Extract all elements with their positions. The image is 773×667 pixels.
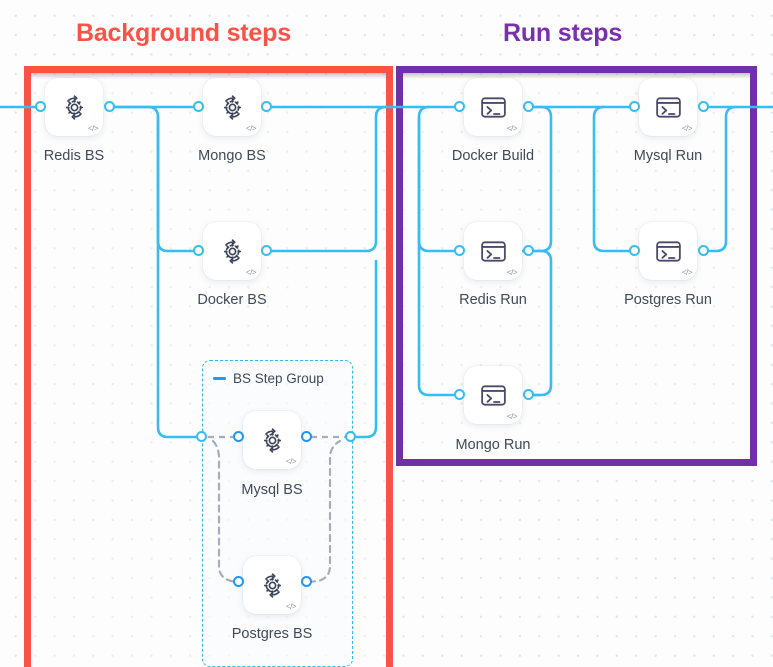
node-redis-run[interactable]: </> [464,222,522,280]
node-docker-bs[interactable]: </> [203,222,261,280]
code-badge: </> [285,457,297,466]
port-in-docker-build[interactable] [454,101,465,112]
edge-left-rail-mongo-run [417,115,461,397]
gear-sync-icon [65,94,83,120]
port-in-mongo-bs[interactable] [193,101,204,112]
edge-redis-bs-step-group [156,115,201,439]
node-postgres-bs[interactable]: </> [243,556,301,614]
node-postgres-run[interactable]: </> [639,222,697,280]
port-out-mysql-bs[interactable] [301,431,312,442]
port-out-postgres-run[interactable] [698,245,709,256]
node-label-postgres-run: Postgres Run [624,292,712,308]
terminal-icon [480,240,506,262]
node-label-docker-bs: Docker BS [197,292,267,308]
edge-postgres-run-rail [701,105,738,253]
node-label-redis-bs: Redis BS [43,148,105,164]
code-badge: </> [285,602,297,611]
terminal-icon [480,96,506,118]
port-in-docker-bs[interactable] [193,245,204,256]
edge-docker-bs-right-rail [264,105,388,253]
bs-step-group-label: BS Step Group [233,371,324,386]
port-out-docker-build[interactable] [523,101,534,112]
node-label-mysql-run: Mysql Run [633,148,703,164]
edge-left-rail-redis-run [417,105,461,253]
code-badge: </> [681,268,693,277]
code-badge: </> [245,124,257,133]
node-docker-build[interactable]: </> [464,78,522,136]
port-in-mysql-run[interactable] [629,101,640,112]
port-in-postgres-bs[interactable] [233,576,244,587]
node-mongo-run[interactable]: </> [464,366,522,424]
node-mysql-run[interactable]: </> [639,78,697,136]
port-in-redis-run[interactable] [454,245,465,256]
port-out-mysql-run[interactable] [698,101,709,112]
port-in-postgres-run[interactable] [629,245,640,256]
node-label-docker-build: Docker Build [451,148,535,164]
minus-icon[interactable] [213,377,226,380]
node-label-redis-run: Redis Run [459,292,527,308]
node-label-mongo-bs: Mongo BS [198,148,266,164]
code-badge: </> [506,268,518,277]
section-title-run-steps: Run steps [503,19,623,47]
edge-group-in-postgres-bs [211,439,238,584]
port-out-mongo-bs[interactable] [261,101,272,112]
section-title-background-steps: Background steps [76,19,291,47]
node-label-mysql-bs: Mysql BS [241,482,303,498]
terminal-icon [480,384,506,406]
gear-sync-icon [263,427,281,453]
gear-sync-icon [223,94,241,120]
edge-redis-bs-docker-bs [107,105,200,253]
port-out-redis-bs[interactable] [104,101,115,112]
port-out-docker-bs[interactable] [261,245,272,256]
code-badge: </> [245,268,257,277]
terminal-icon [655,240,681,262]
code-badge: </> [681,124,693,133]
port-group-out[interactable] [345,431,356,442]
code-badge: </> [87,124,99,133]
edge-redis-run-rail [526,249,553,397]
node-redis-bs[interactable]: </> [45,78,103,136]
terminal-icon [655,96,681,118]
port-group-in[interactable] [196,431,207,442]
node-mongo-bs[interactable]: </> [203,78,261,136]
gear-sync-icon [223,238,241,264]
node-label-postgres-bs: Postgres BS [231,626,313,642]
edge-step-group-right-rail [354,259,378,439]
port-in-mongo-run[interactable] [454,389,465,400]
edge-rail-postgres-run [592,105,636,253]
port-in-redis-bs[interactable] [35,101,46,112]
node-label-mongo-run: Mongo Run [455,437,531,453]
port-out-mongo-run[interactable] [523,389,534,400]
gear-sync-icon [263,572,281,598]
port-in-mysql-bs[interactable] [233,431,244,442]
port-out-redis-run[interactable] [523,245,534,256]
bs-step-group-header[interactable]: BS Step Group [213,371,324,386]
code-badge: </> [506,412,518,421]
node-mysql-bs[interactable]: </> [243,411,301,469]
code-badge: </> [506,124,518,133]
port-out-postgres-bs[interactable] [301,576,312,587]
edge-postgres-bs-group-out [307,439,342,584]
